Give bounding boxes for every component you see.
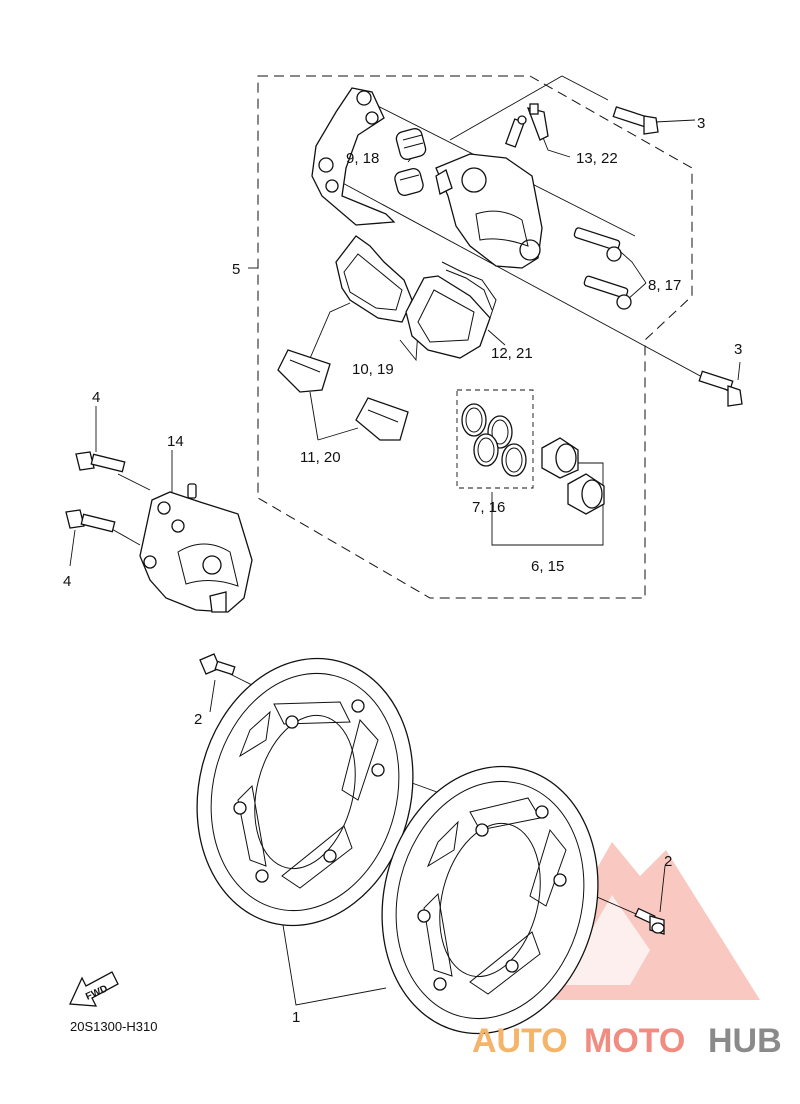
watermark-auto: AUTO (472, 1022, 568, 1060)
caliper-assembly (139, 483, 253, 613)
brake-pads (335, 235, 491, 359)
pad-shims (277, 349, 409, 441)
callout-5: 5 (232, 261, 240, 278)
watermark-moto: MOTO (584, 1022, 685, 1060)
disc-bolt-2-lower (634, 907, 665, 935)
callout-4-lower: 4 (63, 573, 71, 590)
callout-13-22: 13, 22 (576, 150, 618, 167)
diagram-code: 20S1300-H310 (70, 1019, 157, 1034)
callout-11-20: 11, 20 (300, 449, 341, 466)
callout-2-lower: 2 (664, 853, 672, 870)
pad-spring (441, 261, 497, 319)
forward-direction-arrow: FWD (69, 971, 119, 1007)
mounting-bolt-3-upper (612, 106, 659, 135)
bleed-screw (505, 103, 549, 148)
brake-disc-left (196, 657, 414, 927)
caliper-pins (573, 227, 632, 310)
callout-3-lower: 3 (734, 341, 742, 358)
caliper-pistons (541, 437, 605, 515)
caliper-bracket (311, 87, 396, 226)
disc-bolt-2-upper (199, 653, 236, 676)
watermark-logo-triangle (522, 842, 760, 1000)
mounting-bolt-3-lower (698, 370, 743, 407)
watermark-hub: HUB (708, 1022, 782, 1060)
piston-seals (461, 403, 527, 477)
callout-6-15: 6, 15 (531, 558, 564, 575)
slide-pin-boots (394, 128, 427, 197)
callout-9-18: 9, 18 (346, 150, 379, 167)
watermark-text: AUTO MOTO HUB (472, 1022, 782, 1060)
callout-3-upper: 3 (697, 115, 705, 132)
caliper-assembly-boundary (257, 75, 693, 599)
mounting-bolt-4-upper (75, 451, 126, 473)
callout-1: 1 (292, 1009, 300, 1026)
brake-disc-right (381, 765, 599, 1035)
callout-4-upper: 4 (92, 389, 100, 406)
callout-8-17: 8, 17 (648, 277, 681, 294)
callout-2-upper: 2 (194, 711, 202, 728)
callout-12-21: 12, 21 (491, 345, 533, 362)
callout-10-19: 10, 19 (352, 361, 394, 378)
mounting-bolt-4-lower (65, 509, 116, 533)
callout-7-16: 7, 16 (472, 499, 505, 516)
callout-14: 14 (167, 433, 184, 450)
caliper-body (435, 153, 543, 269)
